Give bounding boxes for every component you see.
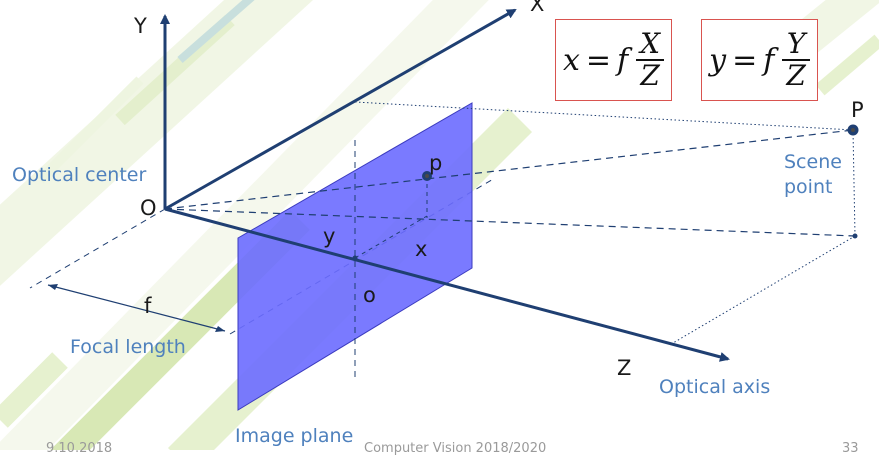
formula-x-f: f: [617, 42, 629, 78]
formula-y-denominator: Z: [782, 59, 810, 91]
scene-ground-dot: [852, 233, 858, 239]
principal-point-label: o: [363, 283, 376, 307]
footer-date: 9.10.2018: [46, 441, 113, 456]
image-point-label: p: [429, 151, 443, 175]
z-axis: [164, 207, 730, 362]
scene-point-label: P: [851, 98, 864, 122]
image-y-label: y: [323, 224, 336, 248]
x-coordinate-dashed: [354, 215, 428, 259]
scene-ground-dotted: [672, 235, 856, 344]
formula-y-fraction: Y Z: [782, 27, 810, 91]
scene-point-text-line2: point: [784, 176, 833, 198]
projection-ray-to-P: [164, 129, 854, 210]
scene-vertical-dotted: [852, 129, 856, 237]
formula-x-equals: =: [585, 42, 611, 78]
x-projection-formula: x = f X Z: [555, 19, 672, 101]
formula-y-f: f: [763, 42, 775, 78]
principal-point-dot: [352, 255, 358, 261]
scene-top-dotted: [354, 101, 854, 131]
optical-axis-label: Optical axis: [659, 376, 771, 398]
y-projection-formula: y = f Y Z: [701, 19, 818, 101]
image-plane-label: Image plane: [235, 425, 354, 447]
image-x-label: x: [415, 237, 428, 261]
focal-length-arrow: [47, 284, 226, 332]
formula-x-numerator: X: [640, 27, 661, 60]
formula-x-denominator: Z: [636, 59, 664, 91]
formula-y-lhs: y: [709, 42, 727, 78]
formula-y-numerator: Y: [786, 27, 806, 60]
footer-page-number: 33: [842, 441, 859, 456]
formula-x-fraction: X Z: [636, 29, 664, 91]
scene-point-dot-inner: [851, 128, 855, 132]
image-point-dot-inner: [425, 174, 429, 178]
x-axis: [164, 8, 517, 211]
x-axis-label: X: [530, 0, 545, 16]
origin-label: O: [140, 196, 157, 220]
ground-dashed-line: [29, 208, 166, 289]
formula-y-equals: =: [732, 42, 758, 78]
z-axis-label: Z: [617, 356, 632, 380]
focal-length-label: Focal length: [70, 336, 186, 358]
y-axis-label: Y: [134, 14, 147, 38]
formula-x-lhs: x: [562, 42, 580, 78]
focal-label: f: [144, 294, 152, 318]
scene-point-text-line1: Scene: [784, 151, 842, 173]
focal-arrow-head-left: [48, 284, 58, 290]
focal-arrow-head-right: [215, 326, 225, 332]
optical-center-label: Optical center: [12, 164, 147, 186]
footer-course: Computer Vision 2018/2020: [364, 441, 547, 456]
